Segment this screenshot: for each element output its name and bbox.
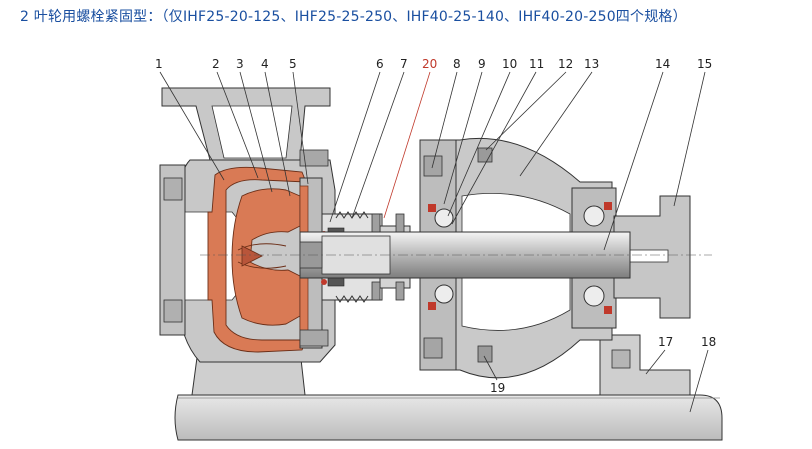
- casing-bolt-top: [299, 149, 329, 167]
- o-ring-red-bottom: [321, 279, 327, 285]
- front-bearing-seal-bottom: [428, 302, 436, 310]
- part-label-20: 20: [422, 57, 437, 71]
- part-label-18: 18: [701, 335, 716, 349]
- part-label-19: 19: [490, 381, 505, 395]
- leader-lines: [159, 71, 709, 413]
- part-label-11: 11: [529, 57, 544, 71]
- impeller-eye: [241, 245, 263, 267]
- impeller-vane-1: [237, 243, 287, 251]
- part-label-10: 10: [502, 57, 517, 71]
- part-label-1: 1: [155, 57, 163, 71]
- gland-bolt-top-1: [371, 213, 381, 233]
- seal-spring-bottom: [335, 295, 369, 303]
- rear-bearing-seal-bottom: [604, 306, 612, 314]
- part-label-14: 14: [655, 57, 670, 71]
- part-label-9: 9: [478, 57, 486, 71]
- gland-bolt-bottom-2: [395, 281, 405, 301]
- casing-bolt-bottom: [299, 329, 329, 347]
- impeller-vane-2: [237, 261, 287, 269]
- inlet-flange-bolt-bottom: [163, 299, 183, 323]
- rear-bearing-top: [583, 205, 605, 227]
- part-label-13: 13: [584, 57, 599, 71]
- part-label-4: 4: [261, 57, 269, 71]
- part-label-12: 12: [558, 57, 573, 71]
- part-label-17: 17: [658, 335, 673, 349]
- part-label-6: 6: [376, 57, 384, 71]
- part-label-8: 8: [453, 57, 461, 71]
- gland-bolt-bottom-1: [371, 281, 381, 301]
- outlet-bore: [211, 105, 293, 159]
- part-label-15: 15: [697, 57, 712, 71]
- part-label-7: 7: [400, 57, 408, 71]
- front-flange-bolt-bottom: [423, 337, 443, 359]
- keyway: [627, 249, 669, 263]
- casing-lining: [207, 166, 307, 353]
- front-flange-bolt-top: [423, 155, 443, 177]
- rear-bearing-seal-top: [604, 202, 612, 210]
- part-label-2: 2: [212, 57, 220, 71]
- base-plate: [174, 394, 723, 441]
- front-bearing-bottom: [434, 284, 454, 304]
- inlet-flange-bolt-top: [163, 177, 183, 201]
- part-label-5: 5: [289, 57, 297, 71]
- drain-plug-bottom: [477, 345, 493, 363]
- foot-pad: [611, 349, 631, 369]
- inlet-flange: [159, 164, 186, 336]
- gland-bolt-top-2: [395, 213, 405, 233]
- front-bearing-seal-top: [428, 204, 436, 212]
- rear-bearing-bottom: [583, 285, 605, 307]
- diagram-title: 2 叶轮用螺栓紧固型：（仅IHF25-20-125、IHF25-25-250、I…: [20, 9, 687, 25]
- part-label-3: 3: [236, 57, 244, 71]
- front-bearing-top: [434, 208, 454, 228]
